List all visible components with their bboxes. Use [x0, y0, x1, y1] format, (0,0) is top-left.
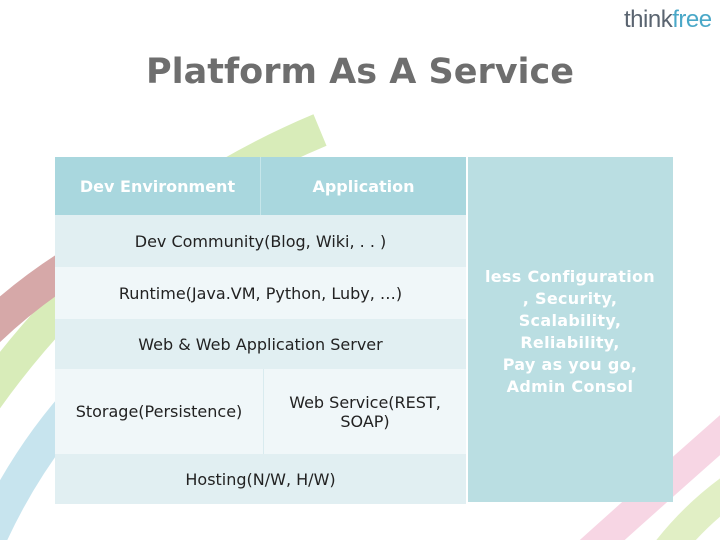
- dev-community-row: Dev Community(Blog, Wiki, . . ): [55, 215, 466, 267]
- dev-environment-cell: Dev Environment: [55, 157, 260, 215]
- side-panel: [468, 157, 673, 502]
- side-panel-text: less Configuration , Security, Scalabili…: [470, 266, 670, 398]
- dev-environment-label: Dev Environment: [79, 176, 236, 196]
- dev-community-label: Dev Community(Blog, Wiki, . . ): [134, 231, 387, 251]
- application-label: Application: [312, 176, 415, 196]
- pink-swoosh: [579, 415, 720, 540]
- logo-part1: think: [624, 6, 673, 33]
- side-line-3: Scalability,: [518, 311, 622, 330]
- runtime-label: Runtime(Java.VM, Python, Luby, …): [118, 283, 403, 303]
- logo-part2: free: [672, 6, 712, 33]
- hosting-row: Hosting(N/W, H/W): [55, 454, 466, 504]
- web-service-label: Web Service(REST, SOAP): [289, 392, 441, 431]
- storage-label: Storage(Persistence): [75, 402, 243, 421]
- side-line-1: less Configuration: [485, 267, 655, 286]
- web-service-cell: Web Service(REST, SOAP): [263, 369, 466, 454]
- storage-cell: Storage(Persistence): [55, 369, 263, 454]
- runtime-row: Runtime(Java.VM, Python, Luby, …): [55, 267, 466, 319]
- thinkfree-logo: thinkfree: [624, 6, 712, 34]
- green-swoosh-right: [656, 478, 720, 540]
- page-title: Platform As A Service: [145, 52, 575, 92]
- web-server-label: Web & Web Application Server: [138, 334, 383, 354]
- application-cell: Application: [260, 157, 466, 215]
- web-server-row: Web & Web Application Server: [55, 319, 466, 369]
- side-line-6: Admin Consol: [506, 377, 634, 396]
- side-line-4: Reliability,: [520, 333, 620, 352]
- hosting-label: Hosting(N/W, H/W): [185, 469, 336, 489]
- side-line-5: Pay as you go,: [502, 355, 638, 374]
- side-line-2: , Security,: [522, 289, 618, 308]
